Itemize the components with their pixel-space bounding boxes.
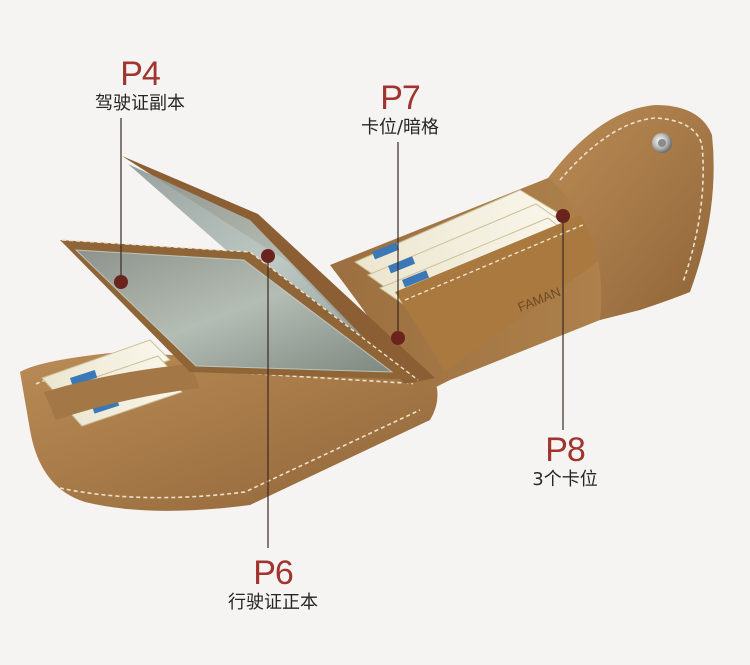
callout-p6: P6 行驶证正本 [198,555,348,615]
callout-p4: P4 驾驶证副本 [70,56,210,116]
callout-code: P8 [545,431,586,469]
id-sleeve-pages [60,156,435,384]
callout-dot-p4 [114,275,128,289]
callout-p7: P7 卡位/暗格 [330,80,470,140]
callout-dot-p7 [391,331,405,345]
callout-p8: P8 3个卡位 [495,432,635,492]
callout-code: P4 [120,55,161,93]
callout-lines [114,118,570,548]
callout-dot-p6 [261,249,275,263]
callout-desc: 驾驶证副本 [95,93,185,114]
callout-code: P7 [380,79,421,117]
snap-flap [548,105,714,320]
left-card-slots [41,339,200,427]
callout-dot-p8 [556,209,570,223]
wallet-body [20,339,438,511]
callout-code: P6 [253,554,294,592]
callout-desc: 3个卡位 [532,469,598,490]
wallet-back-panel: FAMAN [330,105,714,395]
right-card-slots: FAMAN [353,189,600,372]
callout-desc: 卡位/暗格 [360,117,440,138]
callout-desc: 行驶证正本 [228,592,318,613]
